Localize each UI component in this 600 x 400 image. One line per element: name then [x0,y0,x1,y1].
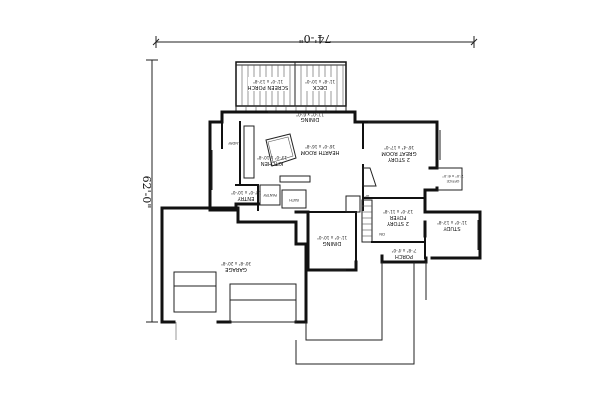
dimension-lines: 74'-0" 62'-0" [140,32,478,323]
interior-walls [221,121,426,263]
study-label: STUDY [443,225,461,231]
entry-dims: 12'-0" x 10'-0" [231,190,261,195]
great-room-label-line1: 2 STORY [387,156,410,162]
bath-label: BATH [289,198,299,202]
dining-top-dims: 11'-0" x 6'-0" [296,112,324,117]
exterior-walls [160,110,482,324]
garage-label: GARAGE [225,266,247,272]
porch-label: PORCH [395,253,413,259]
room-labels: DINING 11'-0" x 6'-0" LNDRY HEARTH ROOM … [221,112,467,272]
garage-details [173,271,297,340]
stair-up-marker: UP [364,194,370,198]
study-dims: 11'-0" x 13'-8" [437,220,467,225]
pantry-label: PANTRY [262,193,277,197]
screen-porch-deck: SCREEN PORCH 11'-0" x 13'-8" DECK 11'-8"… [235,61,347,113]
kitchen-label: KITCHEN [261,160,284,166]
foyer-label-line1: 2 STORY [386,220,409,226]
office-label: OFFICE [446,179,460,183]
laundry-label: LNDRY [227,141,240,145]
dining-top-label: DINING [301,116,320,122]
kitchen-dims: 13'-0" x 10'-8" [257,155,287,160]
garage-dims: 30'-8" x 20'-8" [221,261,251,266]
hearth-room-dims: 16'-0" x 16'-8" [305,144,335,149]
overall-width-label: 74'-0" [299,32,332,45]
foyer-label-line2: FOYER [389,214,406,220]
hearth-room-label: HEARTH ROOM [301,149,340,155]
porch-dims: 7'-8" x 4'-0" [391,248,416,253]
driveway [295,262,427,365]
deck-dims: 11'-8" x 10'-0" [305,79,335,84]
great-room-label-line2: GREAT ROOM [381,150,416,156]
kitchen-island [265,133,297,167]
overall-depth-label: 62'-0" [140,176,153,209]
dining-dims: 11'-0" x 10'-0" [317,235,347,240]
office-dims: 7'-0" x 6'-0" [442,174,464,178]
deck-label: DECK [312,84,327,90]
foyer-dims: 13'-0" x 11'-8" [383,209,413,214]
dining-label: DINING [323,240,342,246]
screen-porch-label: SCREEN PORCH [248,84,289,90]
windows [211,111,479,271]
entry-label: ENTRY [237,195,255,201]
screen-porch-dims: 11'-0" x 13'-8" [253,79,283,84]
stair-down-marker: DN [379,232,385,236]
great-room-dims: 16'-4" x 17'-0" [384,145,414,150]
